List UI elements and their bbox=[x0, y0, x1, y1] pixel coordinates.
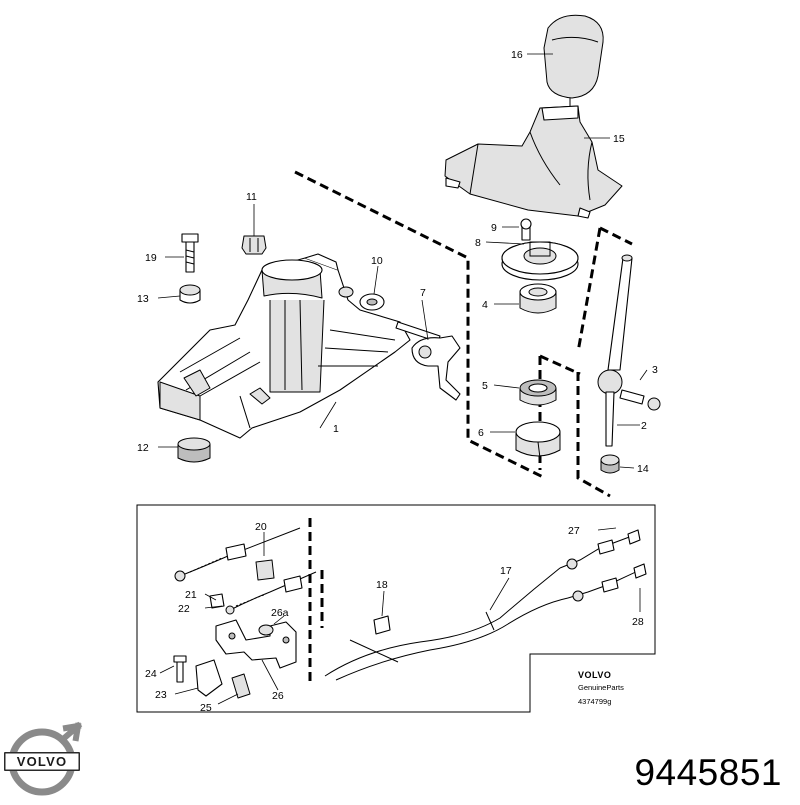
callout-20: 20 bbox=[255, 521, 267, 533]
bushing-dashed-outline bbox=[538, 354, 581, 470]
callout-4: 4 bbox=[482, 299, 488, 311]
bushing-12-part bbox=[177, 437, 211, 463]
shifter-boot-part bbox=[444, 105, 623, 219]
callout-28: 28 bbox=[632, 616, 644, 628]
callout-6: 6 bbox=[478, 427, 484, 439]
shift-lever-part bbox=[597, 254, 645, 447]
housing-dashed-outline bbox=[294, 170, 546, 480]
selector-arm-7-part bbox=[395, 321, 461, 401]
shifter-housing-part bbox=[157, 253, 411, 439]
inset-brand-name: VOLVO bbox=[578, 670, 611, 680]
lever-bushing-14-part bbox=[600, 454, 620, 474]
callout-11: 11 bbox=[246, 191, 257, 203]
callout-17: 17 bbox=[500, 565, 512, 577]
bolt-11-part bbox=[241, 235, 267, 255]
bolt-24-part bbox=[173, 655, 187, 683]
callout-26a: 26a bbox=[271, 607, 289, 619]
bushing-5-part bbox=[519, 379, 557, 406]
callout-18: 18 bbox=[376, 579, 388, 591]
ring-screw-part bbox=[520, 218, 532, 241]
cable-clip-18-part bbox=[349, 615, 399, 663]
callout-13: 13 bbox=[137, 293, 149, 305]
callout-24: 24 bbox=[145, 668, 157, 680]
callout-26: 26 bbox=[272, 690, 284, 702]
callout-7: 7 bbox=[420, 287, 426, 299]
callout-22: 22 bbox=[178, 603, 190, 615]
cable-end-26a-part bbox=[209, 571, 317, 615]
callout-1: 1 bbox=[333, 423, 339, 435]
inset-diagram-code: 4374799g bbox=[578, 697, 611, 706]
callout-10: 10 bbox=[371, 255, 383, 267]
bracket-26-part bbox=[215, 619, 297, 669]
callout-27: 27 bbox=[568, 525, 580, 537]
gear-cables-17-part bbox=[324, 529, 647, 681]
callout-21: 21 bbox=[185, 589, 197, 601]
callout-8: 8 bbox=[475, 237, 481, 249]
inset-frame bbox=[136, 504, 656, 713]
part-number: 9445851 bbox=[634, 752, 782, 793]
callout-16: 16 bbox=[511, 49, 523, 61]
callout-12: 12 bbox=[137, 442, 149, 454]
logo-wordmark: VOLVO bbox=[17, 754, 68, 769]
callout-9: 9 bbox=[491, 222, 497, 234]
bearing-ring-part bbox=[501, 241, 579, 281]
callout-25: 25 bbox=[200, 702, 212, 714]
lever-dashed-outline-bottom bbox=[576, 372, 611, 498]
bushing-13-part bbox=[179, 284, 201, 304]
callout-2: 2 bbox=[641, 420, 647, 432]
clip-10-part bbox=[338, 286, 385, 311]
lever-dashed-outline-top bbox=[576, 226, 633, 353]
callout-3: 3 bbox=[652, 364, 658, 376]
callout-5: 5 bbox=[482, 380, 488, 392]
callout-23: 23 bbox=[155, 689, 167, 701]
volvo-logo: VOLVO bbox=[4, 721, 83, 796]
bushing-4-part bbox=[519, 283, 557, 314]
cable-end-20-part bbox=[174, 527, 301, 582]
callout-14: 14 bbox=[637, 463, 649, 475]
gear-knob-part bbox=[543, 14, 604, 110]
bolt-19-part bbox=[181, 233, 199, 273]
callout-15: 15 bbox=[613, 133, 625, 145]
lever-cap-part bbox=[647, 397, 661, 411]
bushing-6-part bbox=[515, 421, 561, 459]
clip-25-part bbox=[195, 659, 251, 699]
inset-brand-subtitle: GenuineParts bbox=[578, 683, 624, 692]
callout-19: 19 bbox=[145, 252, 157, 264]
